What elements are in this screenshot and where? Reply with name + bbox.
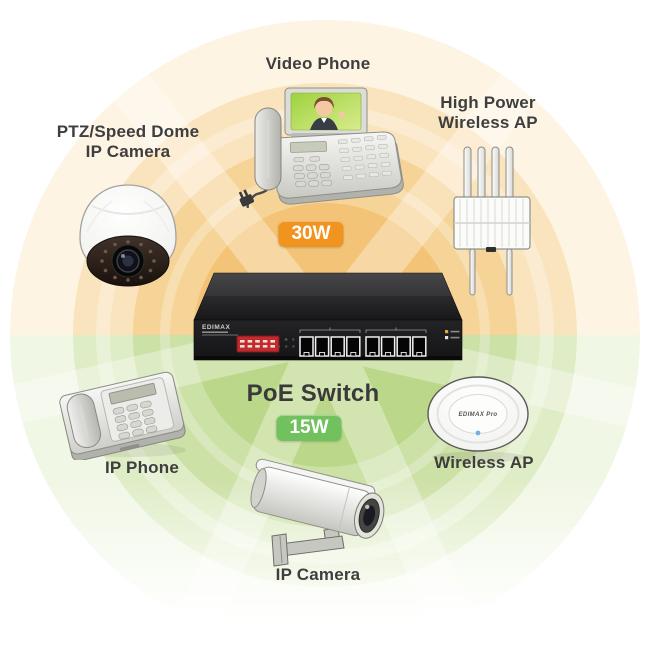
dome-lens [111,244,145,278]
ptz-camera-label-line1: PTZ/Speed Dome [56,122,200,141]
ap-brand-text: EDIMAX Pro [458,412,497,418]
led-legend [445,330,460,340]
video-screen [284,87,368,136]
rj45-ports [299,336,427,357]
ir-leds [100,240,156,282]
port-group-brackets [299,327,427,333]
high-power-ap-label-line2: Wireless AP [438,113,538,133]
phone-display [108,382,157,405]
poe-switch-title: PoE Switch [246,380,380,407]
high-power-wireless-ap-icon [453,146,531,296]
video-phone-label: Video Phone [265,54,371,73]
camera-bracket [271,527,345,567]
ip-camera-label: IP Camera [275,565,361,584]
wireless-ap-icon: EDIMAX Pro [427,376,529,463]
keypad [292,163,333,188]
switch-red-label [236,335,280,353]
ptz-camera-label: PTZ/Speed Dome IP Camera [57,122,200,162]
power-badge-15w: 15W [276,415,342,441]
top-antennas [463,146,514,200]
ptz-dome-camera-icon [79,184,177,287]
bottom-antennas [469,248,513,296]
poe-switch-icon: EDIMAX [193,272,463,361]
power-badge-30w: 30W [278,221,344,247]
power-cord [238,187,270,208]
phone-keypad [112,400,158,440]
camera-body [250,458,385,539]
high-power-ap-label: High Power Wireless AP [438,93,538,133]
ap-body [453,196,531,252]
switch-brand-text: EDIMAX [202,324,230,331]
side-buttons [337,135,392,180]
ptz-camera-label-line2: IP Camera [85,142,171,162]
high-power-ap-label-line1: High Power [440,93,536,112]
ip-phone-icon [59,371,186,460]
ip-camera-icon [250,458,385,567]
ip-phone-label: IP Phone [104,458,180,477]
ap-led [475,430,481,436]
wireless-ap-label: Wireless AP [434,453,534,472]
phone-base [254,107,404,205]
status-leds [277,338,295,348]
video-phone-icon [238,87,404,208]
